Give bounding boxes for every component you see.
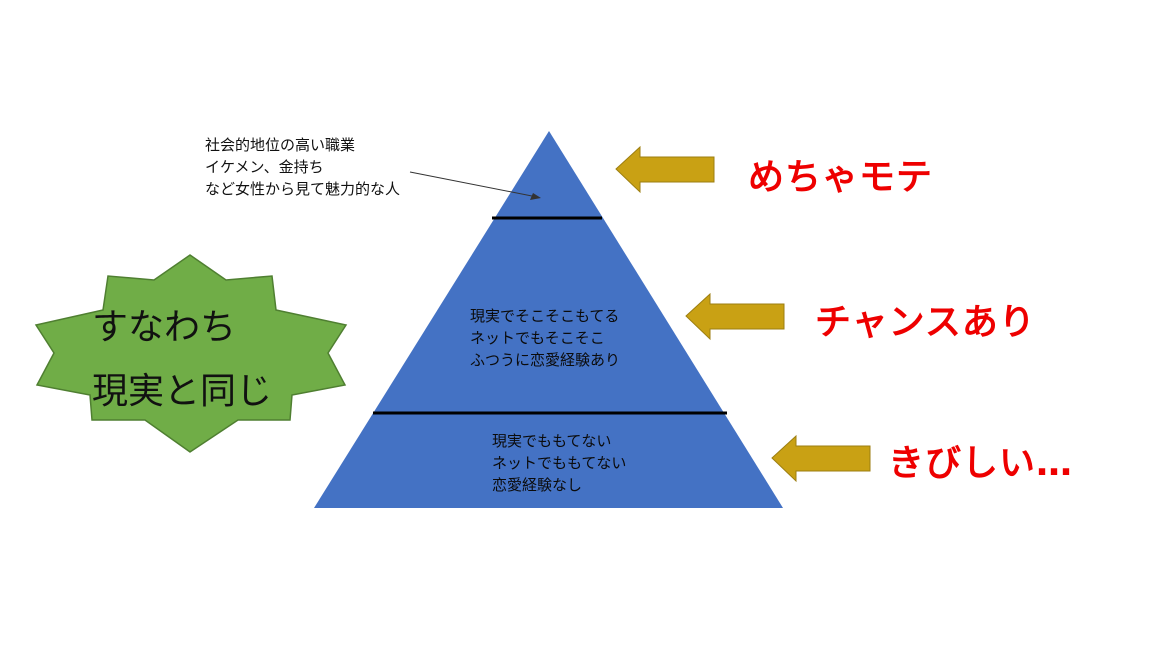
label-bottom-tier: きびしい… — [888, 443, 1074, 484]
pyramid-middle-text: 現実でそこそこもてる ネットでもそこそこ ふつうに恋愛経験あり — [470, 305, 620, 371]
badge-line: 現実と同じ — [92, 371, 273, 412]
tier-line: 現実でももてない — [492, 432, 612, 450]
label-top-tier: めちゃモテ — [748, 157, 934, 198]
note-pointer-arrowhead — [530, 193, 541, 200]
note-line: 社会的地位の高い職業 — [205, 136, 356, 154]
annotation-note: 社会的地位の高い職業 イケメン、金持ち など女性から見て魅力的な人 — [205, 134, 400, 200]
tier-line: ネットでもそこそこ — [470, 329, 605, 347]
badge-text: すなわち 現実と同じ — [92, 296, 272, 424]
pyramid-bottom-text: 現実でももてない ネットでももてない 恋愛経験なし — [492, 430, 626, 496]
arrow-left-icon-top — [615, 145, 715, 194]
tier-line: 現実でそこそこもてる — [470, 307, 620, 325]
note-line: など女性から見て魅力的な人 — [205, 180, 401, 198]
arrow-left-icon-bottom — [771, 434, 871, 483]
note-pointer-line — [409, 171, 538, 198]
badge-line: すなわち — [92, 307, 237, 348]
label-middle-tier: チャンスあり — [815, 302, 1036, 343]
starburst-badge — [34, 254, 348, 453]
note-line: イケメン、金持ち — [205, 158, 324, 176]
tier-line: ふつうに恋愛経験あり — [470, 351, 621, 369]
tier-line: 恋愛経験なし — [492, 476, 583, 494]
arrow-left-icon-middle — [685, 292, 785, 341]
tier-line: ネットでももてない — [492, 454, 627, 472]
